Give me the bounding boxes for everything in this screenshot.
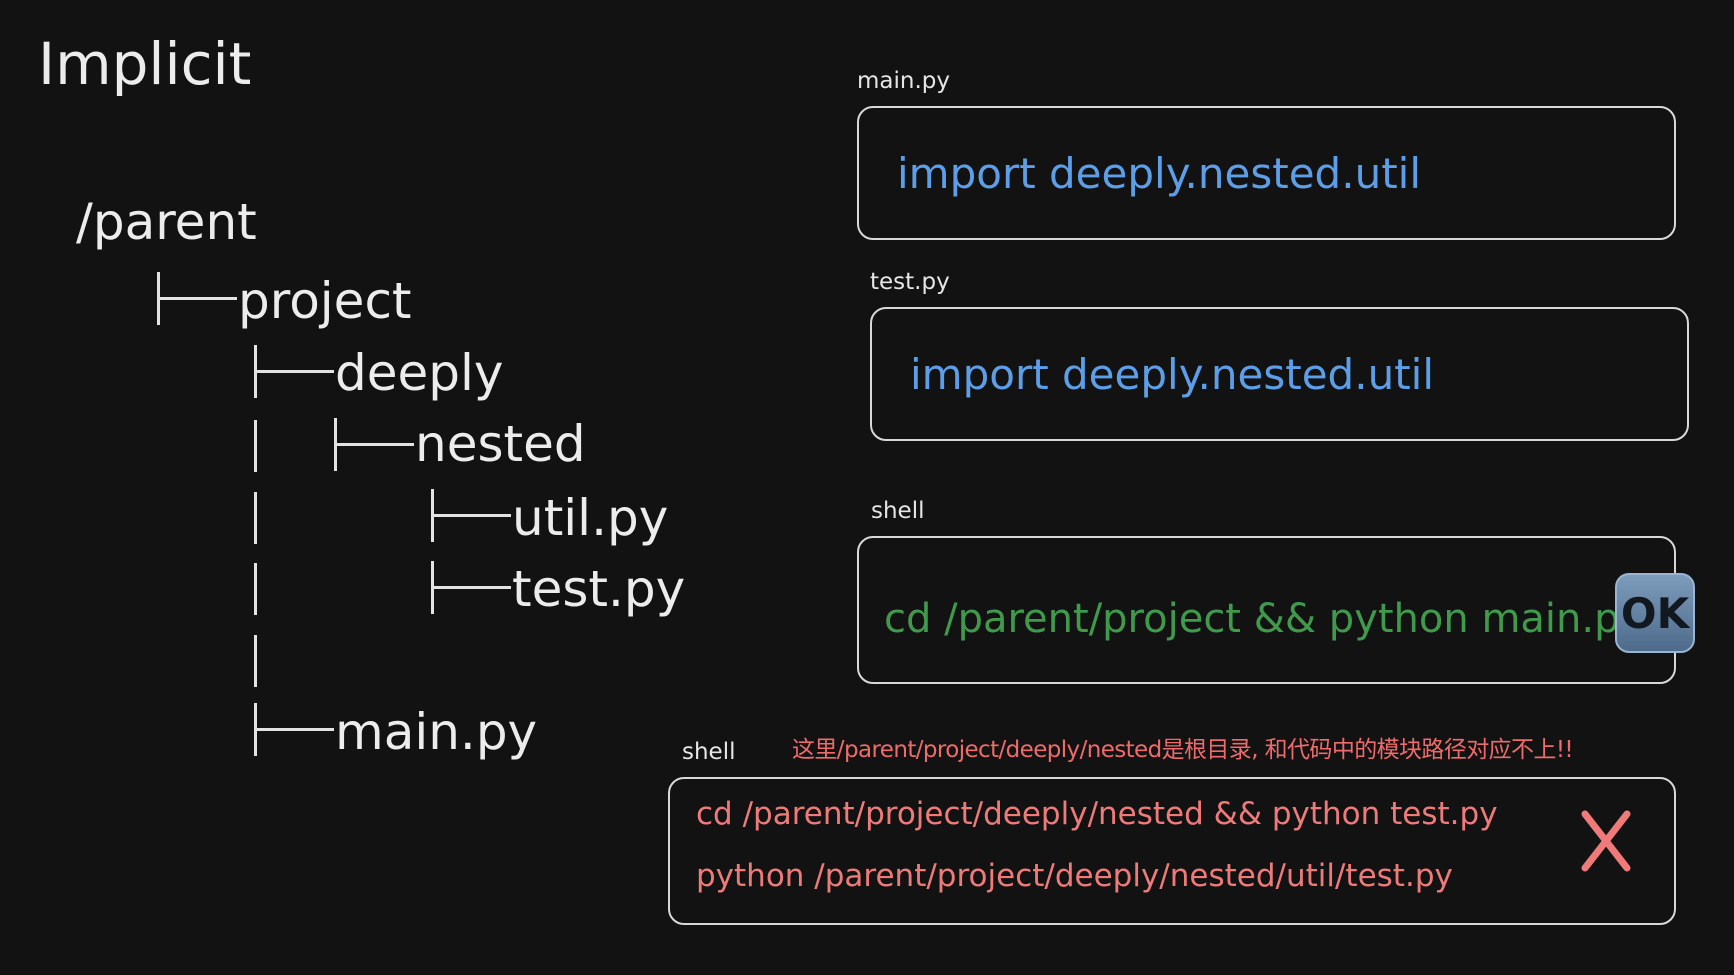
shell-ok-box: cd /parent/project && python main.py — [857, 536, 1676, 684]
test-py-code-box: import deeply.nested.util — [870, 307, 1689, 441]
tree-pipe-3 — [254, 563, 257, 615]
tree-node-test-py: test.py — [512, 560, 686, 618]
tree-node-project: project — [238, 272, 412, 330]
tree-root-parent: /parent — [76, 193, 257, 251]
tree-branch-util-horizontal — [431, 514, 511, 517]
tree-branch-nested-horizontal — [334, 443, 414, 446]
tree-node-nested: nested — [415, 415, 586, 473]
main-py-code: import deeply.nested.util — [897, 149, 1421, 198]
tree-branch-main-horizontal — [254, 728, 334, 731]
test-py-code: import deeply.nested.util — [910, 350, 1434, 399]
root-dir-mismatch-note: 这里/parent/project/deeply/nested是根目录, 和代码… — [792, 737, 1574, 763]
shell-fail-command-2: python /parent/project/deeply/nested/uti… — [696, 858, 1453, 894]
shell-ok-label: shell — [871, 498, 925, 524]
tree-node-util-py: util.py — [512, 489, 669, 547]
shell-fail-label: shell — [682, 739, 736, 765]
test-py-label: test.py — [870, 269, 950, 295]
shell-fail-command-1: cd /parent/project/deeply/nested && pyth… — [696, 796, 1498, 832]
main-py-code-box: import deeply.nested.util — [857, 106, 1676, 240]
ok-badge: OK — [1615, 573, 1695, 653]
page-title: Implicit — [38, 30, 252, 98]
shell-ok-command: cd /parent/project && python main.py — [884, 596, 1644, 642]
cross-icon — [1581, 810, 1631, 872]
tree-branch-deeply-horizontal — [254, 370, 334, 373]
tree-pipe-4 — [254, 635, 257, 687]
shell-fail-box: cd /parent/project/deeply/nested && pyth… — [668, 777, 1676, 925]
main-py-label: main.py — [857, 68, 950, 94]
tree-branch-test-horizontal — [431, 586, 511, 589]
tree-pipe-1 — [254, 420, 257, 472]
tree-branch-project-horizontal — [157, 297, 237, 300]
tree-node-main-py: main.py — [335, 703, 538, 761]
tree-node-deeply: deeply — [335, 344, 504, 402]
tree-pipe-2 — [254, 492, 257, 544]
